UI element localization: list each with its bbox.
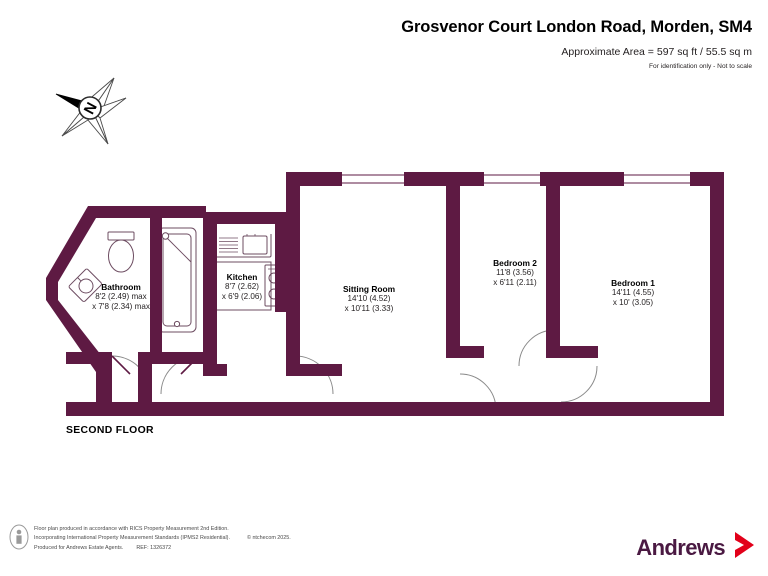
kitchen-sink-fixture (214, 231, 272, 258)
compass-rose-icon: N (52, 70, 132, 150)
plan-header: Grosvenor Court London Road, Morden, SM4… (0, 0, 768, 70)
room-label-kitchen: Kitchen 8'7 (2.62) x 6'9 (2.06) (197, 272, 287, 302)
footer-reference: REF: 1326372 (136, 544, 172, 551)
room-dimension-2: x 6'9 (2.06) (221, 292, 263, 302)
plan-footer: Floor plan produced in accordance with R… (0, 516, 768, 576)
room-dimension-2: x 10'11 (3.33) (344, 304, 394, 314)
room-label-sitting-room: Sitting Room 14'10 (4.52) x 10'11 (3.33) (313, 284, 425, 314)
footer-legal-text: Floor plan produced in accordance with R… (34, 525, 291, 553)
room-dimension-1: 14'10 (4.52) (347, 294, 391, 304)
room-name: Kitchen (226, 272, 258, 282)
walls-layer (46, 172, 724, 416)
room-dimension-1: 8'7 (2.62) (225, 282, 259, 292)
room-name: Bathroom (101, 282, 141, 292)
page-title: Grosvenor Court London Road, Morden, SM4 (401, 18, 752, 36)
bath-fixture (157, 227, 197, 333)
basin-fixture (68, 268, 102, 302)
footer-line-2a: Incorporating International Property Mea… (34, 535, 230, 542)
plan-disclaimer-text: For identification only - Not to scale (649, 63, 752, 70)
room-dimension-2: x 6'11 (2.11) (493, 278, 537, 288)
andrews-logo[interactable]: Andrews (636, 530, 758, 565)
room-name: Sitting Room (342, 284, 396, 294)
fixtures-layer (68, 227, 296, 333)
room-dimension-1: 8'2 (2.49) max (95, 292, 147, 302)
room-dimension-1: 14'11 (4.55) (611, 288, 655, 298)
room-dimension-1: 11'8 (3.56) (496, 268, 534, 278)
chevron-right-icon (732, 530, 758, 565)
room-name: Bedroom 1 (611, 278, 655, 288)
room-label-bathroom: Bathroom 8'2 (2.49) max x 7'8 (2.34) max (56, 282, 186, 312)
floor-level-label: SECOND FLOOR (66, 425, 154, 436)
footer-line-1: Floor plan produced in accordance with R… (34, 526, 229, 532)
room-label-bedroom-1: Bedroom 1 14'11 (4.55) x 10' (3.05) (578, 278, 688, 308)
room-dimension-2: x 10' (3.05) (612, 298, 654, 308)
fixture-outlines-layer (217, 224, 275, 234)
brand-name-text: Andrews (636, 534, 725, 560)
toilet-fixture (107, 231, 135, 273)
door-leaves-layer (111, 355, 200, 375)
room-name: Bedroom 2 (493, 258, 537, 268)
footer-line-3a: Produced for Andrews Estate Agents. (34, 544, 124, 551)
footer-copyright: © ntchecom 2025. (246, 535, 291, 542)
rics-person-icon (8, 524, 30, 550)
approximate-area-text: Approximate Area = 597 sq ft / 55.5 sq m (561, 46, 752, 58)
room-dimension-2: x 7'8 (2.34) max (92, 302, 150, 312)
room-label-bedroom-2: Bedroom 2 11'8 (3.56) x 6'11 (2.11) (460, 258, 570, 288)
